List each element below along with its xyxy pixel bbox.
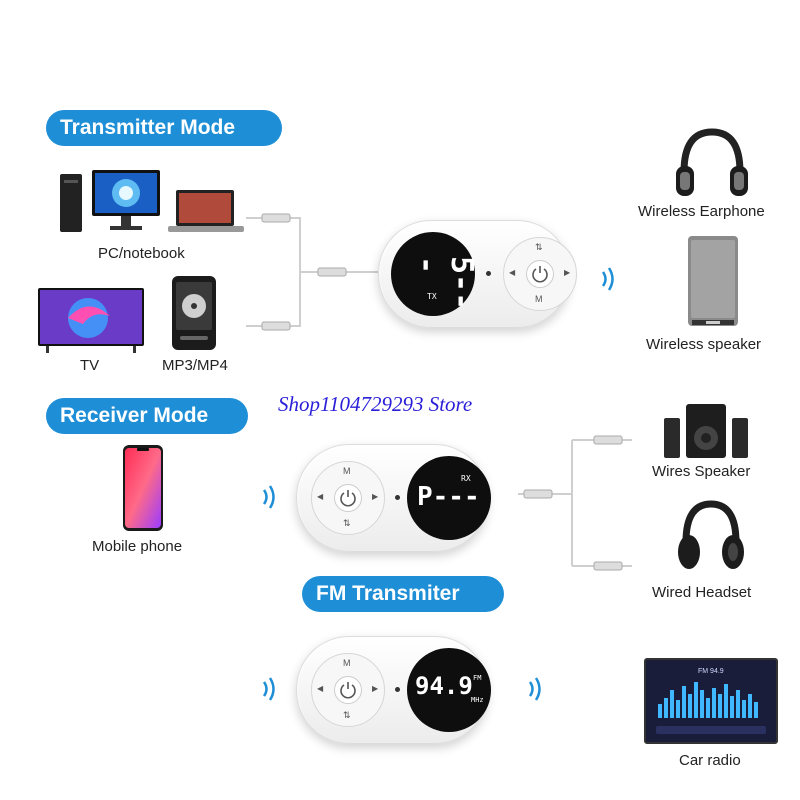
transmitter-device: 5--- TX ⇅ M ◀ ▶	[378, 220, 577, 328]
pc-image	[58, 170, 248, 240]
receiver-device: M ⇅ ◀ ▶ P--- RX	[296, 444, 491, 552]
tv-image	[38, 288, 148, 354]
cable-icon	[518, 439, 632, 567]
wave-icon	[528, 677, 541, 701]
car-radio-frequency: FM 94.9	[698, 668, 724, 675]
fm-control-pad[interactable]: M ⇅ ◀ ▶	[311, 653, 385, 727]
equalizer-icon	[656, 682, 766, 734]
tx-right-arrow-icon[interactable]: ▶	[564, 268, 571, 277]
fm-left-arrow-icon[interactable]: ◀	[317, 684, 324, 693]
phone-icon	[123, 445, 163, 531]
tv-label: TV	[80, 357, 100, 374]
pc-icon	[60, 170, 244, 232]
mp3-label: MP3/MP4	[162, 357, 228, 374]
rx-control-pad[interactable]: M ⇅ ◀ ▶	[311, 461, 385, 535]
wave-icon	[601, 267, 614, 291]
tv-icon	[38, 288, 144, 353]
mp3-image	[172, 276, 218, 352]
headphones-icon	[678, 500, 744, 569]
power-icon	[532, 266, 548, 283]
power-button[interactable]	[526, 260, 554, 288]
led-indicator	[486, 271, 491, 276]
fm-frequency: 94.9	[415, 672, 473, 700]
wave-icon	[262, 485, 275, 509]
fm-display: 94.9 FM MHz	[407, 648, 491, 732]
transmitter-mode-title: Transmitter Mode	[46, 110, 282, 146]
wireless-earphone-image	[674, 126, 750, 200]
wires-speaker-image	[664, 404, 750, 460]
rx-mode-indicator: RX	[461, 474, 471, 483]
rx-display: P--- RX	[407, 456, 491, 540]
mobile-phone-image	[123, 445, 163, 531]
power-button[interactable]	[334, 484, 362, 512]
tx-display: 5--- TX	[391, 232, 479, 316]
fm-right-arrow-icon[interactable]: ▶	[372, 684, 379, 693]
speaker-icon	[688, 236, 738, 326]
fm-mode-indicator: FM	[473, 674, 482, 682]
tx-left-arrow-icon[interactable]: ◀	[509, 268, 516, 277]
fm-unit: MHz	[471, 696, 484, 704]
wireless-speaker-label: Wireless speaker	[646, 336, 762, 353]
wireless-earphone-label: Wireless Earphone	[638, 203, 765, 220]
speaker-icon	[664, 404, 748, 458]
tx-up-arrow-icon[interactable]: ⇅	[535, 242, 543, 252]
car-radio-image: FM 94.9	[644, 658, 778, 744]
rx-switch-arrow-icon[interactable]: ⇅	[343, 518, 351, 528]
fm-transmitter-device: M ⇅ ◀ ▶ 94.9 FM MHz	[296, 636, 491, 744]
tx-mode-indicator: TX	[427, 292, 437, 301]
rx-right-arrow-icon[interactable]: ▶	[372, 492, 379, 501]
fm-transmitter-title: FM Transmiter	[302, 576, 504, 612]
power-icon	[340, 682, 356, 699]
led-indicator	[395, 687, 400, 692]
wired-headset-label: Wired Headset	[652, 584, 752, 601]
tx-mode-button-icon[interactable]: M	[535, 294, 543, 304]
wires-speaker-label: Wires Speaker	[652, 463, 751, 480]
mobile-phone-label: Mobile phone	[92, 538, 183, 555]
tx-control-pad[interactable]: ⇅ M ◀ ▶	[503, 237, 577, 311]
fm-switch-arrow-icon[interactable]: ⇅	[343, 710, 351, 720]
wired-headset-image	[676, 498, 746, 574]
power-button[interactable]	[334, 676, 362, 704]
rx-mode-button-icon[interactable]: M	[343, 466, 351, 476]
power-icon	[340, 490, 356, 507]
pc-label: PC/notebook	[98, 245, 185, 262]
receiver-mode-title: Receiver Mode	[46, 398, 248, 434]
led-indicator	[395, 495, 400, 500]
rx-display-text: P---	[417, 482, 480, 512]
wireless-speaker-image	[686, 236, 740, 328]
fm-mode-button-icon[interactable]: M	[343, 658, 351, 668]
headphones-icon	[676, 128, 748, 196]
car-radio-label: Car radio	[679, 752, 741, 769]
store-watermark: Shop1104729293 Store	[278, 392, 473, 416]
rx-left-arrow-icon[interactable]: ◀	[317, 492, 324, 501]
wave-icon	[262, 677, 275, 701]
mp3-player-icon	[172, 276, 216, 350]
